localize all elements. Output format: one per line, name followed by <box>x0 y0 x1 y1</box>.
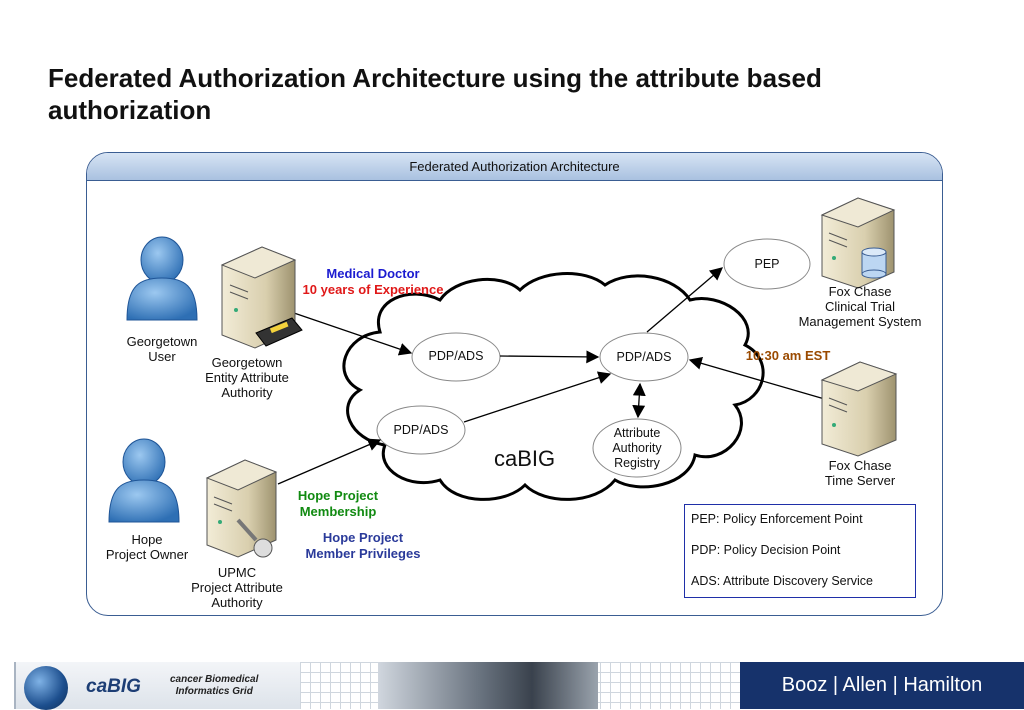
legend-ads: ADS: Attribute Discovery Service <box>691 574 874 588</box>
arrow-georgetown-to-pdp <box>293 312 413 356</box>
legend-pep: PEP: Policy Enforcement Point <box>691 512 863 526</box>
user-icon <box>126 236 198 321</box>
experience-annotation: 10 years of Experience <box>302 282 444 297</box>
fox-chase-time-label: Fox Chase Time Server <box>824 458 896 488</box>
slide-title: Federated Authorization Architecture usi… <box>48 63 822 125</box>
time-annotation: 10:30 am EST <box>745 348 831 363</box>
arrow-center-to-pep <box>646 267 723 333</box>
panel-header: Federated Authorization Architecture <box>87 153 942 181</box>
footer-subtitle: cancer Biomedical Informatics Grid <box>170 674 259 697</box>
upmc-authority-label: UPMC Project Attribute Authority <box>191 565 283 610</box>
globe-icon <box>24 666 68 710</box>
arrow-upmc-to-pdp <box>277 438 382 485</box>
pdp-left-label: PDP/ADS <box>393 423 449 437</box>
user-icon <box>108 438 180 523</box>
georgetown-authority-label: Georgetown Entity Attribute Authority <box>205 355 289 400</box>
arrow-center-registry <box>632 382 646 419</box>
pdp-center-label: PDP/ADS <box>616 350 672 364</box>
footer-company: Booz | Allen | Hamilton <box>740 662 1024 709</box>
registry-node <box>592 418 682 478</box>
registry-label: Attribute Authority Registry <box>612 426 662 470</box>
hope-privileges-annotation: Hope Project Member Privileges <box>305 530 421 561</box>
hope-membership-annotation: Hope Project Membership <box>297 488 379 519</box>
pdp-left-node <box>376 405 466 455</box>
arrow-pdp-left-to-center <box>463 371 612 423</box>
georgetown-user-label: Georgetown User <box>126 334 198 364</box>
pdp-top-label: PDP/ADS <box>428 349 484 363</box>
server-icon <box>820 361 898 457</box>
card-reader-icon <box>255 317 303 347</box>
legend-box: PEP: Policy Enforcement Point PDP: Polic… <box>684 504 916 598</box>
medical-doctor-annotation: Medical Doctor <box>326 266 420 281</box>
server-icon <box>205 459 278 558</box>
fox-chase-ctms-label: Fox Chase Clinical Trial Management Syst… <box>798 284 922 329</box>
globe-icon <box>378 662 598 709</box>
arrow-time-to-center <box>688 357 829 401</box>
pep-node <box>723 238 811 290</box>
database-icon <box>861 247 887 279</box>
footer-brand: caBIG <box>86 676 141 697</box>
key-icon <box>236 518 273 558</box>
pep-label: PEP <box>754 257 780 271</box>
hope-owner-label: Hope Project Owner <box>105 532 189 562</box>
legend-pdp: PDP: Policy Decision Point <box>691 543 841 557</box>
arrow-pdp-top-to-center <box>499 350 600 364</box>
pdp-center-node <box>599 332 689 382</box>
pdp-top-node <box>411 332 501 382</box>
cloud-label: caBIG <box>494 446 556 471</box>
